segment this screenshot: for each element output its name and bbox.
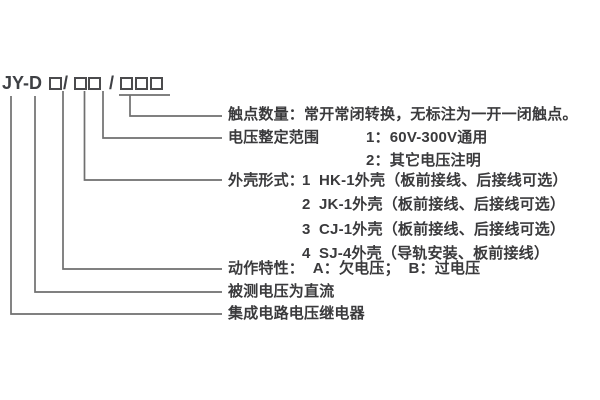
voltage-range-option-1: 1：60V-300V通用 [366, 129, 488, 146]
case-option-number: 3 [302, 221, 311, 238]
case-type-option: 2 JK-1外壳（板前接线、后接线可选） [302, 197, 565, 213]
case-type-label: 外壳形式： [228, 172, 305, 189]
case-type-option: 1 HK-1外壳（板前接线、后接线可选） [302, 173, 568, 189]
case-option-text: HK-1外壳（板前接线、后接线可选） [319, 172, 568, 189]
measured-voltage-label: 被测电压为直流 [228, 283, 335, 300]
case-option-number: 4 [302, 245, 311, 262]
case-option-text: JK-1外壳（板前接线、后接线可选） [319, 196, 566, 213]
code-separator: / [63, 73, 69, 93]
code-box [74, 77, 87, 90]
code-series: JY- [2, 73, 30, 93]
code-box [49, 77, 62, 90]
code-box [120, 77, 133, 90]
voltage-range-option-2: 2：其它电压注明 [366, 152, 481, 169]
product-name-label: 集成电路电压继电器 [228, 305, 365, 322]
case-option-number: 2 [302, 196, 311, 213]
code-separator: / [109, 73, 115, 93]
case-type-option: 4 SJ-4外壳（导轨安装、板前接线） [302, 246, 549, 262]
voltage-range-label: 电压整定范围 [228, 129, 320, 146]
code-box [135, 77, 148, 90]
case-type-option: 3 CJ-1外壳（板前接线、后接线可选） [302, 222, 565, 238]
code-box [150, 77, 163, 90]
case-option-text: CJ-1外壳（板前接线、后接线可选） [319, 221, 566, 238]
case-option-number: 1 [302, 172, 311, 189]
case-option-text: SJ-4外壳（导轨安装、板前接线） [319, 245, 550, 262]
contacts-label: 触点数量：常开常闭转换，无标注为一开一闭触点。 [228, 106, 578, 123]
code-box [88, 77, 101, 90]
code-type: D [29, 73, 42, 93]
action-characteristic-label: 动作特性： A：欠电压； B：过电压 [228, 260, 481, 277]
